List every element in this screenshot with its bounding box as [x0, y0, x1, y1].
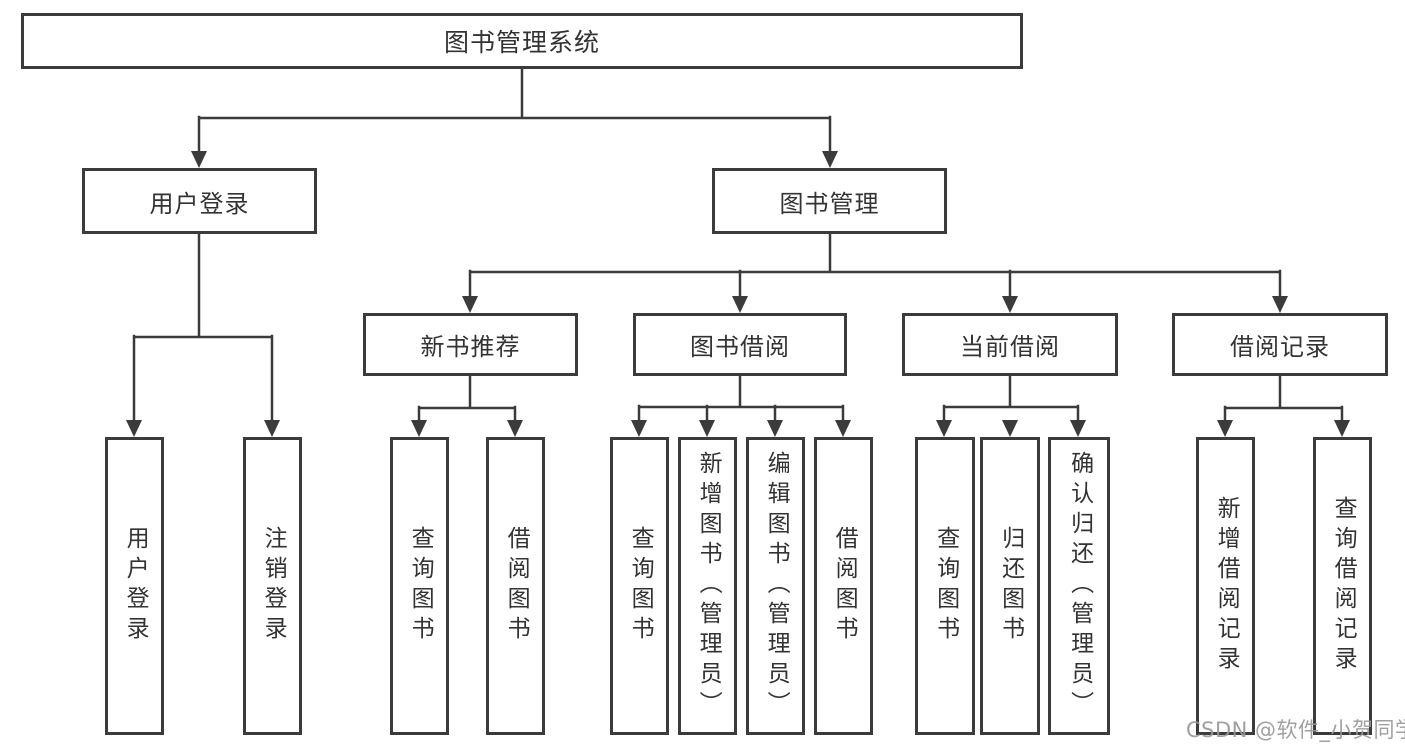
node-label: 查询图书	[627, 526, 654, 646]
node-label: 归还图书	[997, 526, 1024, 646]
node-label: 新增图书（管理员）	[695, 451, 722, 721]
node-label: 图书管理	[779, 189, 880, 218]
leaf-add-book-admin: 新增图书（管理员）	[678, 437, 737, 735]
leaf-user-login: 用户登录	[105, 437, 164, 735]
node-new-book-recommend: 新书推荐	[363, 313, 578, 376]
arrow-icon	[1002, 420, 1018, 437]
leaf-add-borrow-record: 新增借阅记录	[1196, 437, 1255, 735]
connector-root-branch	[197, 68, 832, 153]
connector-new-book-branch	[417, 374, 517, 423]
leaf-query-book-2: 查询图书	[610, 437, 669, 735]
arrow-icon	[1070, 420, 1086, 437]
csdn-watermark: CSDN @软件_小贺同学	[1186, 718, 1405, 742]
leaf-logout: 注销登录	[243, 437, 302, 735]
arrow-icon	[411, 420, 427, 437]
arrow-icon	[264, 420, 280, 437]
arrow-icon	[631, 420, 647, 437]
node-label: 借阅记录	[1230, 333, 1330, 361]
connector-user-login-branch	[132, 232, 274, 423]
node-label: 编辑图书（管理员）	[763, 451, 790, 721]
node-user-login: 用户登录	[82, 168, 317, 234]
arrow-icon	[1002, 296, 1018, 313]
node-label: 图书管理系统	[443, 28, 600, 57]
node-label: 查询图书	[407, 526, 434, 646]
connector-book-mgmt-branch	[468, 232, 1282, 298]
node-book-borrow: 图书借阅	[633, 313, 847, 376]
leaf-query-book-3: 查询图书	[915, 437, 975, 735]
leaf-query-book-1: 查询图书	[390, 437, 449, 735]
node-label: 用户登录	[149, 189, 250, 218]
node-label: 查询借阅记录	[1330, 496, 1357, 676]
node-label: 注销登录	[260, 526, 287, 646]
node-current-borrow: 当前借阅	[902, 313, 1118, 376]
node-label: 新书推荐	[420, 333, 521, 361]
node-label: 新增借阅记录	[1213, 496, 1240, 676]
connector-borrow-record-branch	[1223, 374, 1344, 423]
node-label: 借阅图书	[503, 526, 530, 646]
node-library-system: 图书管理系统	[21, 13, 1023, 69]
leaf-query-borrow-record: 查询借阅记录	[1313, 437, 1372, 735]
node-label: 当前借阅	[960, 333, 1060, 361]
arrow-icon	[699, 420, 715, 437]
connector-book-borrow-branch	[637, 374, 845, 423]
arrow-icon	[1217, 420, 1233, 437]
node-book-management: 图书管理	[712, 168, 947, 234]
connector-current-borrow-branch	[942, 374, 1080, 423]
leaf-borrow-book-2: 借阅图书	[814, 437, 873, 735]
arrow-icon	[732, 296, 748, 313]
leaf-return-book: 归还图书	[980, 437, 1040, 735]
leaf-edit-book-admin: 编辑图书（管理员）	[746, 437, 805, 735]
arrow-icon	[1272, 296, 1288, 313]
arrow-icon	[767, 420, 783, 437]
node-label: 图书借阅	[690, 333, 790, 361]
leaf-borrow-book-1: 借阅图书	[486, 437, 545, 735]
arrow-icon	[462, 296, 478, 313]
arrow-icon	[835, 420, 851, 437]
arrow-icon	[936, 420, 952, 437]
node-label: 借阅图书	[831, 526, 858, 646]
arrow-icon	[507, 420, 523, 437]
node-label: 确认归还（管理员）	[1066, 451, 1093, 721]
arrowheads	[126, 151, 1350, 437]
arrow-icon	[191, 151, 207, 168]
leaf-confirm-return-admin: 确认归还（管理员）	[1048, 437, 1110, 735]
node-label: 用户登录	[122, 526, 149, 646]
arrow-icon	[126, 420, 142, 437]
node-borrow-record: 借阅记录	[1172, 313, 1388, 376]
node-label: 查询图书	[932, 526, 959, 646]
arrow-icon	[822, 151, 838, 168]
arrow-icon	[1334, 420, 1350, 437]
